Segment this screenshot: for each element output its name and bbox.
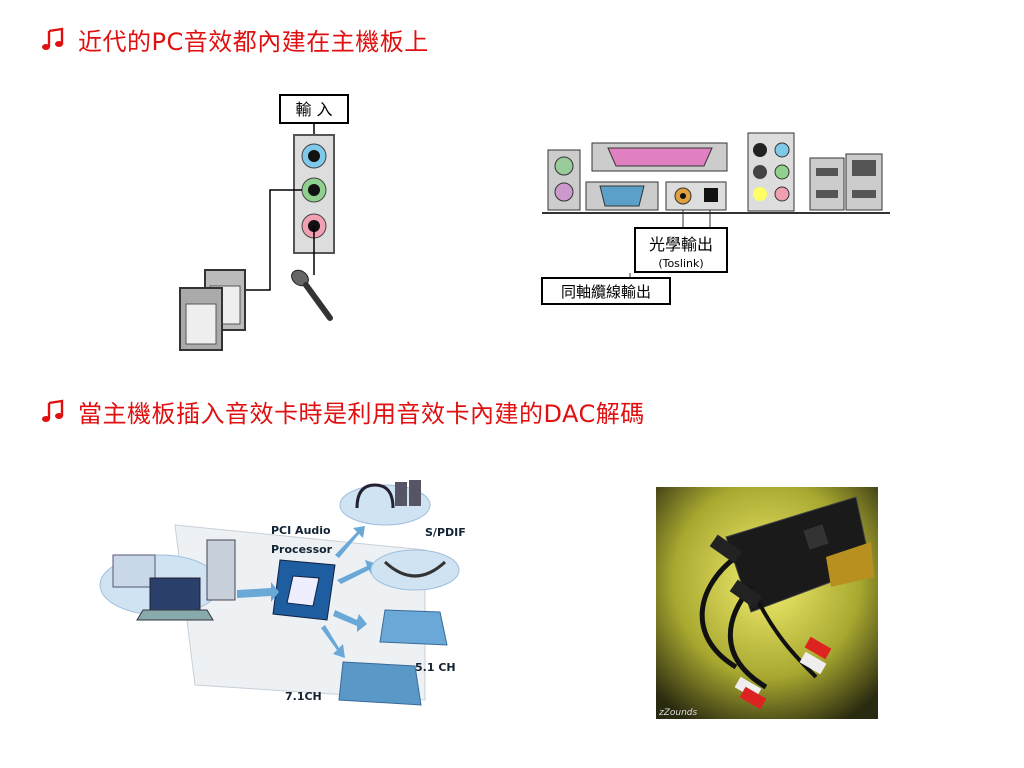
speakers-icon [179, 269, 246, 351]
sound-card-photo: zZounds [656, 487, 878, 719]
zzounds-watermark: zZounds [658, 708, 698, 718]
ch51-label: 5.1 CH [415, 661, 456, 674]
music-note-icon [42, 27, 64, 50]
bullet-line-1: 近代的PC音效都內建在主機板上 [40, 22, 429, 57]
bullet-text-2: 當主機板插入音效卡時是利用音效卡內建的DAC解碼 [78, 400, 645, 428]
bullet-text-1: 近代的PC音效都內建在主機板上 [78, 28, 429, 56]
input-label: 輸 入 [295, 100, 332, 119]
pci-audio-processor-illustration: PCI Audio Processor S/PDIF 5.1 CH 7.1CH [99, 480, 466, 706]
optical-output-label: 光學輸出 [649, 235, 713, 254]
spdif-label: S/PDIF [425, 526, 466, 539]
bullet-line-2: 當主機板插入音效卡時是利用音效卡內建的DAC解碼 [40, 394, 645, 429]
input-jacks-diagram: 輸 入 [179, 94, 349, 351]
toslink-label: (Toslink) [658, 257, 703, 270]
ch71-label: 7.1CH [285, 690, 322, 703]
pci-audio-label-1: PCI Audio [271, 524, 331, 537]
rear-io-panel-diagram: 光學輸出 (Toslink) 同軸纜線輸出 [541, 132, 890, 305]
coax-output-label: 同軸纜線輸出 [561, 283, 651, 301]
pci-audio-label-2: Processor [271, 543, 333, 556]
microphone-icon [291, 269, 333, 321]
music-note-icon [42, 399, 64, 422]
